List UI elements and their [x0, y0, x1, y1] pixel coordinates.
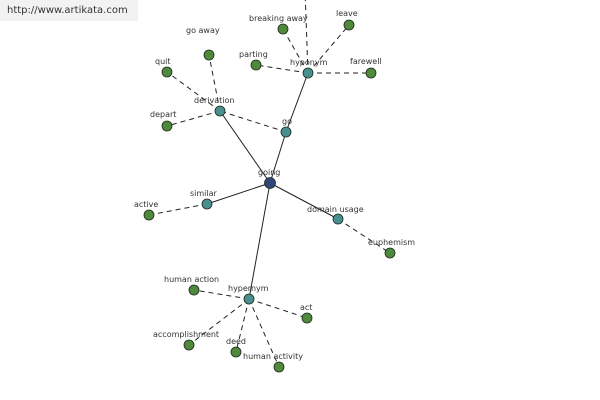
- leaf-label-go-away: go away: [186, 26, 220, 35]
- edge-hypernym-human_activity: [248, 298, 280, 368]
- graph-edges: [148, 0, 391, 368]
- leaf-node-act[interactable]: [301, 312, 313, 324]
- leaf-label-human-action: human action: [164, 275, 219, 284]
- leaf-node-accomplishment[interactable]: [183, 339, 195, 351]
- leaf-label-quit: quit: [155, 57, 171, 66]
- edge-going-go: [269, 131, 287, 184]
- relation-label-go: go: [282, 117, 292, 126]
- edge-go-hyponym: [285, 72, 309, 133]
- edge-derivation-quit: [166, 71, 221, 112]
- leaf-label-farewell: farewell: [350, 57, 382, 66]
- graph-nodes: go away quit depart breaking away leave parti…: [134, 9, 415, 373]
- edge-hypernym-deed: [235, 298, 250, 353]
- leaf-node-quit[interactable]: [161, 66, 173, 78]
- relation-node-go[interactable]: [280, 126, 292, 138]
- edge-going-similar: [206, 182, 271, 205]
- leaf-node-parting[interactable]: [250, 59, 262, 71]
- relation-node-hyponym[interactable]: [302, 67, 314, 79]
- edge-similar-active: [148, 203, 208, 216]
- relation-node-derivation[interactable]: [214, 105, 226, 117]
- leaf-node-go-away[interactable]: [203, 49, 215, 61]
- leaf-label-accomplishment: accomplishment: [153, 330, 219, 339]
- center-label-going: going: [258, 168, 280, 177]
- leaf-label-leave: leave: [336, 9, 358, 18]
- leaf-node-breaking-away[interactable]: [277, 23, 289, 35]
- leaf-label-act: act: [300, 303, 312, 312]
- leaf-node-euphemism[interactable]: [384, 247, 396, 259]
- leaf-label-deed: deed: [226, 337, 246, 346]
- leaf-node-deed[interactable]: [230, 346, 242, 358]
- edge-go-derivation: [219, 110, 287, 133]
- edge-hypernym-accomplishment: [188, 298, 250, 346]
- edge-domain_usage-euphemism: [337, 218, 391, 254]
- edge-going-domain_usage: [269, 182, 339, 220]
- relation-node-hypernym[interactable]: [243, 293, 255, 305]
- edge-going-hypernym: [248, 182, 271, 300]
- leaf-node-farewell[interactable]: [365, 67, 377, 79]
- source-url-label: http://www.artikata.com: [0, 0, 138, 21]
- leaf-label-breaking-away: breaking away: [249, 14, 308, 23]
- center-node-going[interactable]: [264, 177, 276, 189]
- relation-label-hypernym: hypernym: [228, 284, 269, 293]
- relation-label-hyponym: hyponym: [290, 58, 328, 67]
- leaf-label-active: active: [134, 200, 158, 209]
- edge-hypernym-human_action: [193, 289, 250, 300]
- leaf-label-depart: depart: [150, 110, 176, 119]
- edge-going-derivation: [219, 110, 271, 184]
- leaf-label-euphemism: euphemism: [368, 238, 415, 247]
- relation-label-derivation: derivation: [194, 96, 234, 105]
- leaf-node-depart[interactable]: [161, 120, 173, 132]
- edge-derivation-depart: [166, 110, 221, 127]
- relation-node-similar[interactable]: [201, 198, 213, 210]
- edge-hypernym-act: [248, 298, 308, 319]
- relation-label-domain-usage: domain usage: [307, 205, 364, 214]
- leaf-node-human-activity[interactable]: [273, 361, 285, 373]
- leaf-label-human-activity: human activity: [243, 352, 303, 361]
- relation-label-similar: similar: [190, 189, 218, 198]
- leaf-node-leave[interactable]: [343, 19, 355, 31]
- relation-node-domain-usage[interactable]: [332, 213, 344, 225]
- edge-hyponym-offscreen_top: [304, 0, 309, 74]
- leaf-label-parting: parting: [239, 50, 268, 59]
- edge-hyponym-leave: [307, 24, 350, 74]
- edge-derivation-go_away: [208, 54, 221, 112]
- leaf-node-human-action[interactable]: [188, 284, 200, 296]
- leaf-node-active[interactable]: [143, 209, 155, 221]
